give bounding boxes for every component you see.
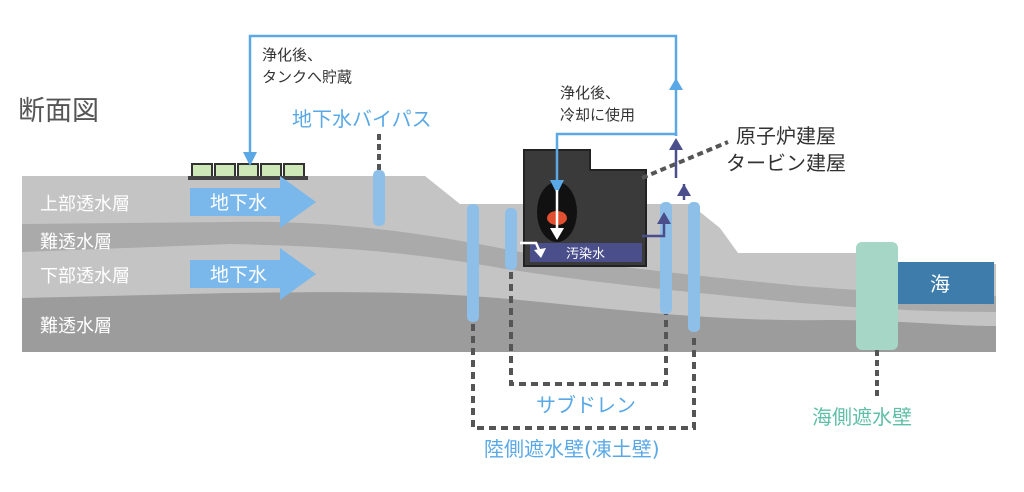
inflow-arrowhead (534, 248, 546, 258)
storage-tanks (191, 163, 305, 179)
bypass-note-line2: タンクへ貯蔵 (262, 68, 352, 86)
tank-base (188, 176, 308, 180)
building-label-turbine: タービン建屋 (726, 151, 846, 175)
land-wall-pipe-right (688, 202, 700, 332)
bypass-well (373, 170, 385, 226)
bypass-flow-arrowhead-down (243, 152, 257, 166)
subdrain-pipe-left (505, 208, 517, 270)
contaminated-flow-arrowhead-3 (669, 138, 683, 150)
subdrain-label: サブドレン (536, 393, 636, 417)
building-leader-line (641, 140, 729, 180)
layer-label-aquitard-2: 難透水層 (40, 316, 112, 337)
cooling-note-line1: 浄化後、 (560, 84, 620, 102)
contaminated-flow-arrowhead-1 (657, 212, 671, 224)
bypass-note-line1: 浄化後、 (262, 46, 322, 64)
cooling-flow-line (555, 132, 678, 186)
diagram-title: 断面図 (18, 96, 99, 127)
inflow-arrow (520, 241, 542, 253)
contaminated-water-label: 汚染水 (566, 247, 605, 262)
groundwater-arrow-label-upper: 地下水 (210, 192, 267, 214)
layer-label-lower-aquifer: 下部透水層 (40, 266, 130, 287)
cooling-note-line2: 冷却に使用 (560, 106, 635, 124)
contaminated-flow-arrowhead-2 (677, 184, 691, 196)
groundwater-arrow-lower: 地下水 (190, 248, 316, 300)
cooling-flow-arrowhead (550, 180, 564, 194)
groundwater-arrow-label-lower: 地下水 (210, 264, 267, 286)
land-wall-pipe-left (467, 204, 479, 322)
sea-side-wall (856, 242, 898, 350)
bypass-flow-arrowhead-up (669, 78, 683, 90)
reactor-inner-arrowhead (550, 228, 564, 240)
sea-label: 海 (930, 272, 950, 296)
land-wall-bracket (471, 324, 696, 430)
sea-area (890, 262, 994, 304)
bypass-label: 地下水バイパス (292, 107, 432, 131)
building-label-reactor: 原子炉建屋 (736, 124, 836, 148)
contaminated-water-pool (530, 243, 642, 262)
land-wall-label: 陸側遮水壁(凍土壁) (484, 437, 660, 461)
layer-label-aquitard-1: 難透水層 (40, 232, 112, 253)
subdrain-bracket (509, 272, 668, 386)
groundwater-arrow-upper: 地下水 (190, 176, 316, 228)
sea-wall-label: 海側遮水壁 (812, 405, 912, 429)
layer-label-upper-aquifer: 上部透水層 (40, 194, 130, 215)
